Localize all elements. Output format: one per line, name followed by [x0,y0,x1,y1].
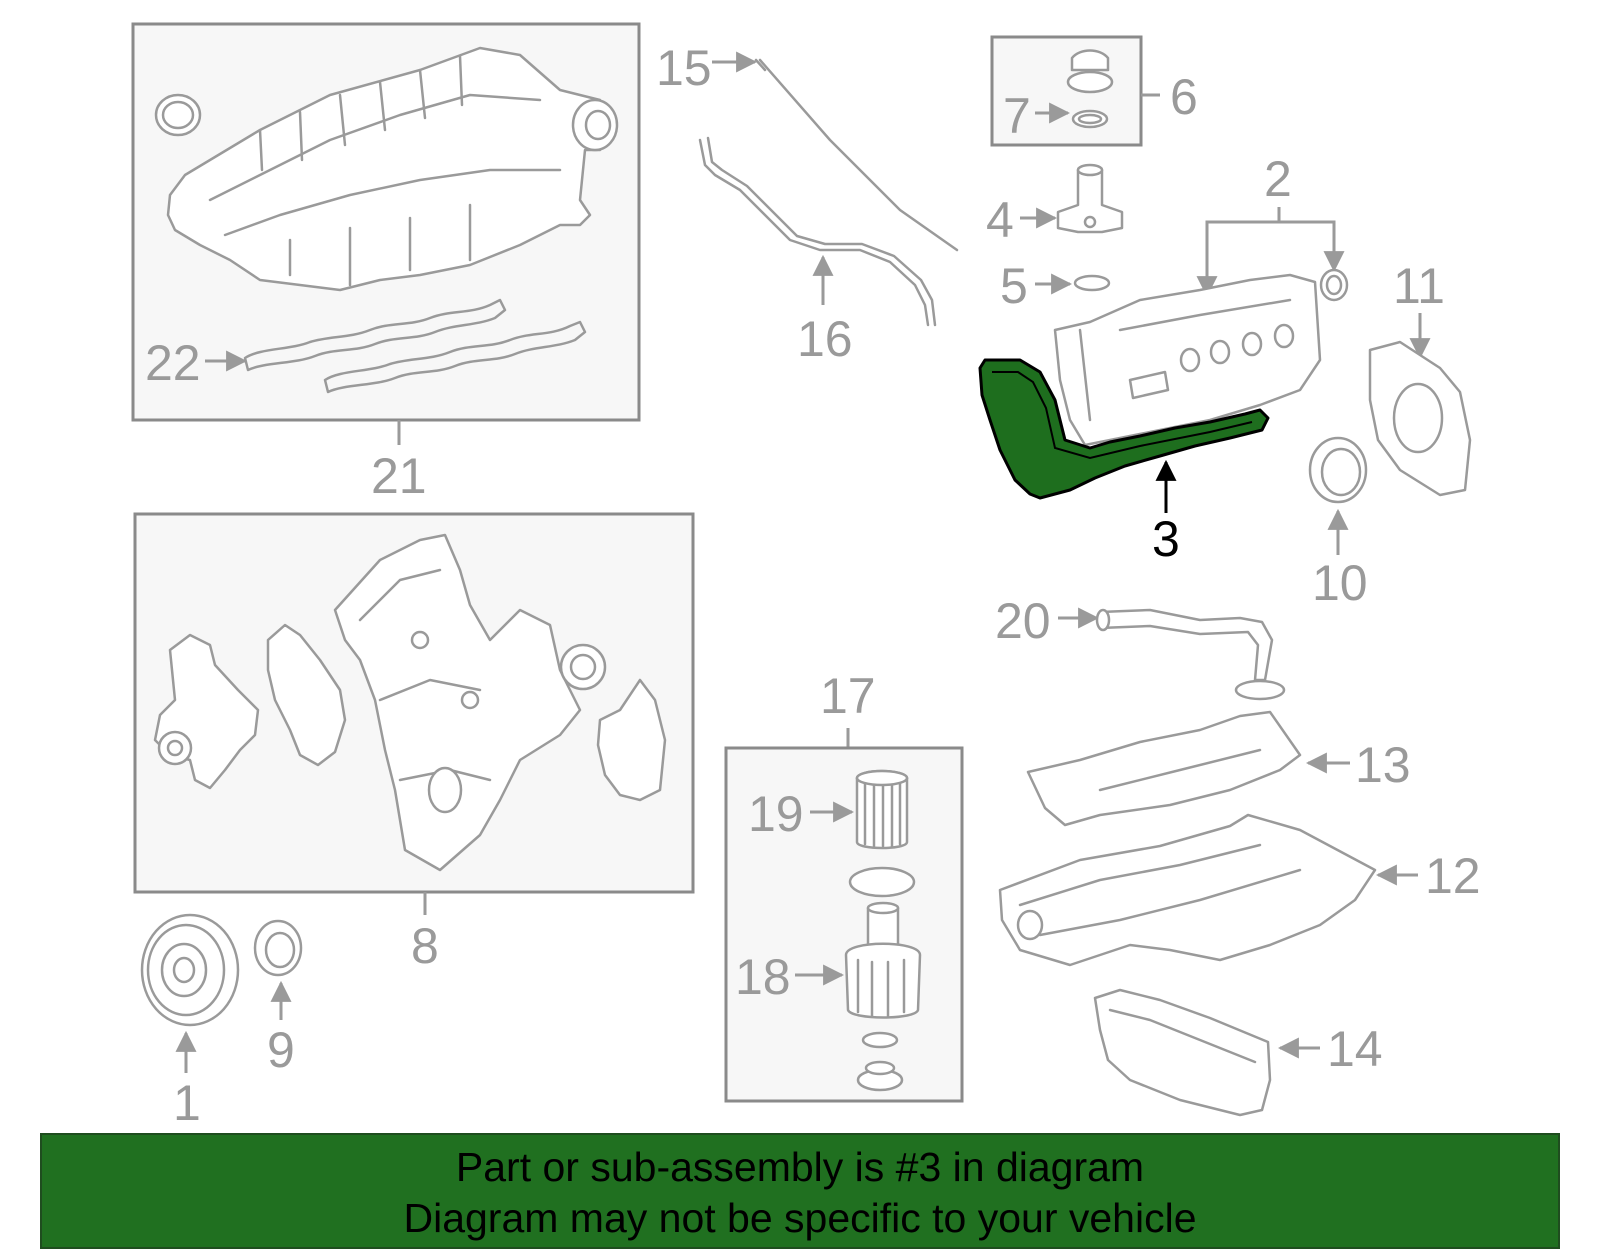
notice-banner: Part or sub-assembly is #3 in diagram Di… [40,1133,1560,1249]
callout-10: 10 [1312,555,1368,611]
callout-8: 8 [411,918,439,974]
callout-15: 15 [656,40,712,96]
front-oil-seal-illustration [253,919,303,977]
callout-21: 21 [371,448,427,504]
oil-filter-element-illustration [855,769,909,850]
callout-5: 5 [1000,258,1028,314]
oil-filter-cap-illustration [856,1060,904,1092]
callout-1: 1 [173,1075,201,1131]
intake-gasket-illustration [243,298,587,394]
callout-11: 11 [1393,258,1445,314]
rear-crankshaft-seal-illustration [1308,436,1368,504]
valve-cover-gasket-illustration [978,358,1270,500]
callout-7: 7 [1003,88,1031,144]
callout-17: 17 [820,668,876,724]
callout-20: 20 [995,593,1051,649]
water-pump-illustration [153,633,260,790]
timing-cover-gasket-illustration [596,678,667,802]
callout-4: 4 [986,192,1014,248]
callout-13: 13 [1355,737,1411,793]
o-ring-illustration [1073,274,1111,292]
oil-filler-neck-illustration [1056,163,1124,234]
callout-19: 19 [748,786,804,842]
valve-cover-seal-illustration [1319,268,1349,302]
callout-2-leader [1196,207,1281,298]
dipstick-illustration [758,58,959,252]
oil-filler-cap-illustration [1066,49,1114,129]
oil-filler-cap-group-box [990,35,1143,147]
crankshaft-pulley-illustration [140,913,240,1027]
oil-pickup-tube-illustration [1095,608,1286,701]
oil-baffle-illustration [1026,710,1302,827]
callout-16: 16 [797,311,853,367]
oil-filter-housing-illustration [844,901,922,1019]
front-crankshaft-seal-illustration [559,643,607,691]
callout-14: 14 [1327,1021,1383,1077]
dipstick-tube-illustration [698,138,930,327]
intake-manifold-illustration [154,46,619,292]
oil-filter-o-ring-illustration [848,866,916,898]
callout-6: 6 [1170,69,1198,125]
callout-2: 2 [1264,151,1292,207]
banner-line-2: Diagram may not be specific to your vehi… [403,1195,1197,1241]
lower-oil-pan-illustration [1093,988,1272,1117]
drain-plug-o-ring-illustration [861,1031,899,1049]
timing-chain-cover-illustration [333,533,582,872]
callout-22: 22 [145,335,201,391]
callout-9: 9 [267,1022,295,1078]
callout-12: 12 [1425,848,1481,904]
callout-18: 18 [735,949,791,1005]
upper-oil-pan-illustration [998,813,1377,967]
rear-oil-seal-retainer-illustration [1368,340,1472,497]
callout-3: 3 [1152,511,1180,567]
water-pump-gasket-illustration [266,623,347,767]
banner-line-1: Part or sub-assembly is #3 in diagram [455,1144,1145,1190]
valve-cover-illustration [1053,273,1322,447]
